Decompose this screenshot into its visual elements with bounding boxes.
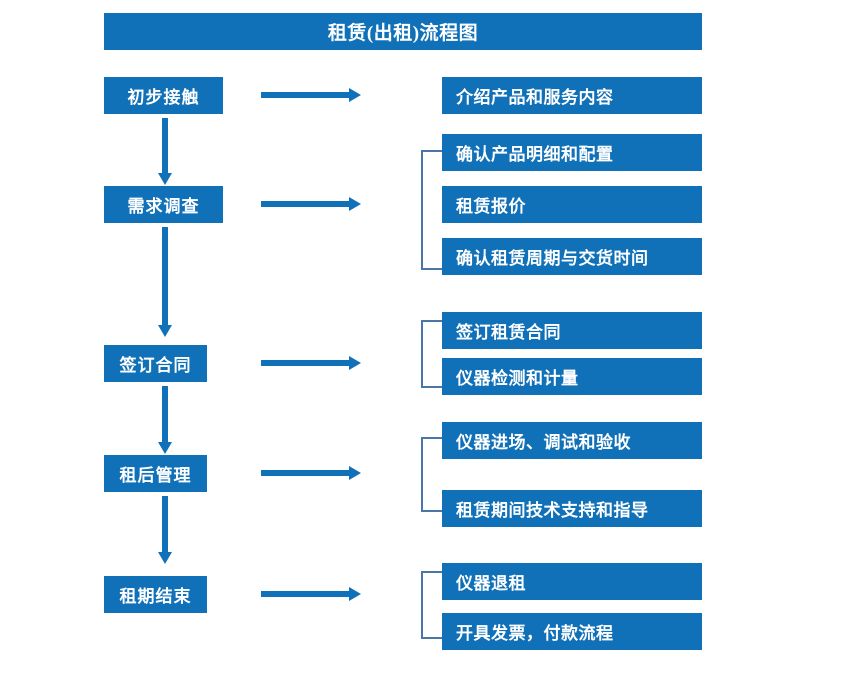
right-arrow-icon <box>261 585 361 603</box>
detail-box-technical-support[interactable]: 租赁期间技术支持和指导 <box>442 490 702 527</box>
page-title: 租赁(出租)流程图 <box>104 13 702 50</box>
group-bracket-icon <box>421 437 442 512</box>
detail-box-rental-quotation[interactable]: 租赁报价 <box>442 186 702 223</box>
stage-box-requirement-survey[interactable]: 需求调查 <box>104 186 223 223</box>
down-arrow-icon <box>156 386 174 454</box>
detail-box-confirm-rental-period[interactable]: 确认租赁周期与交货时间 <box>442 238 702 275</box>
stage-box-rental-end[interactable]: 租期结束 <box>104 576 207 613</box>
stage-box-initial-contact[interactable]: 初步接触 <box>104 77 223 114</box>
detail-box-sign-rental-contract[interactable]: 签订租赁合同 <box>442 312 702 349</box>
stage-box-sign-contract[interactable]: 签订合同 <box>104 345 207 382</box>
detail-box-invoice-payment[interactable]: 开具发票，付款流程 <box>442 613 702 650</box>
detail-box-instrument-entry-commission[interactable]: 仪器进场、调试和验收 <box>442 422 702 459</box>
group-bracket-icon <box>421 320 442 388</box>
group-bracket-icon <box>421 571 442 639</box>
down-arrow-icon <box>156 496 174 564</box>
down-arrow-icon <box>156 118 174 185</box>
stage-box-post-rental-management[interactable]: 租后管理 <box>104 455 207 492</box>
detail-box-instrument-return[interactable]: 仪器退租 <box>442 563 702 600</box>
down-arrow-icon <box>156 227 174 337</box>
right-arrow-icon <box>261 195 361 213</box>
right-arrow-icon <box>261 464 361 482</box>
right-arrow-icon <box>261 86 361 104</box>
detail-box-instrument-inspection[interactable]: 仪器检测和计量 <box>442 358 702 395</box>
group-bracket-icon <box>421 150 442 270</box>
detail-box-confirm-product-details[interactable]: 确认产品明细和配置 <box>442 134 702 171</box>
detail-box-introduce-products[interactable]: 介绍产品和服务内容 <box>442 77 702 114</box>
right-arrow-icon <box>261 354 361 372</box>
